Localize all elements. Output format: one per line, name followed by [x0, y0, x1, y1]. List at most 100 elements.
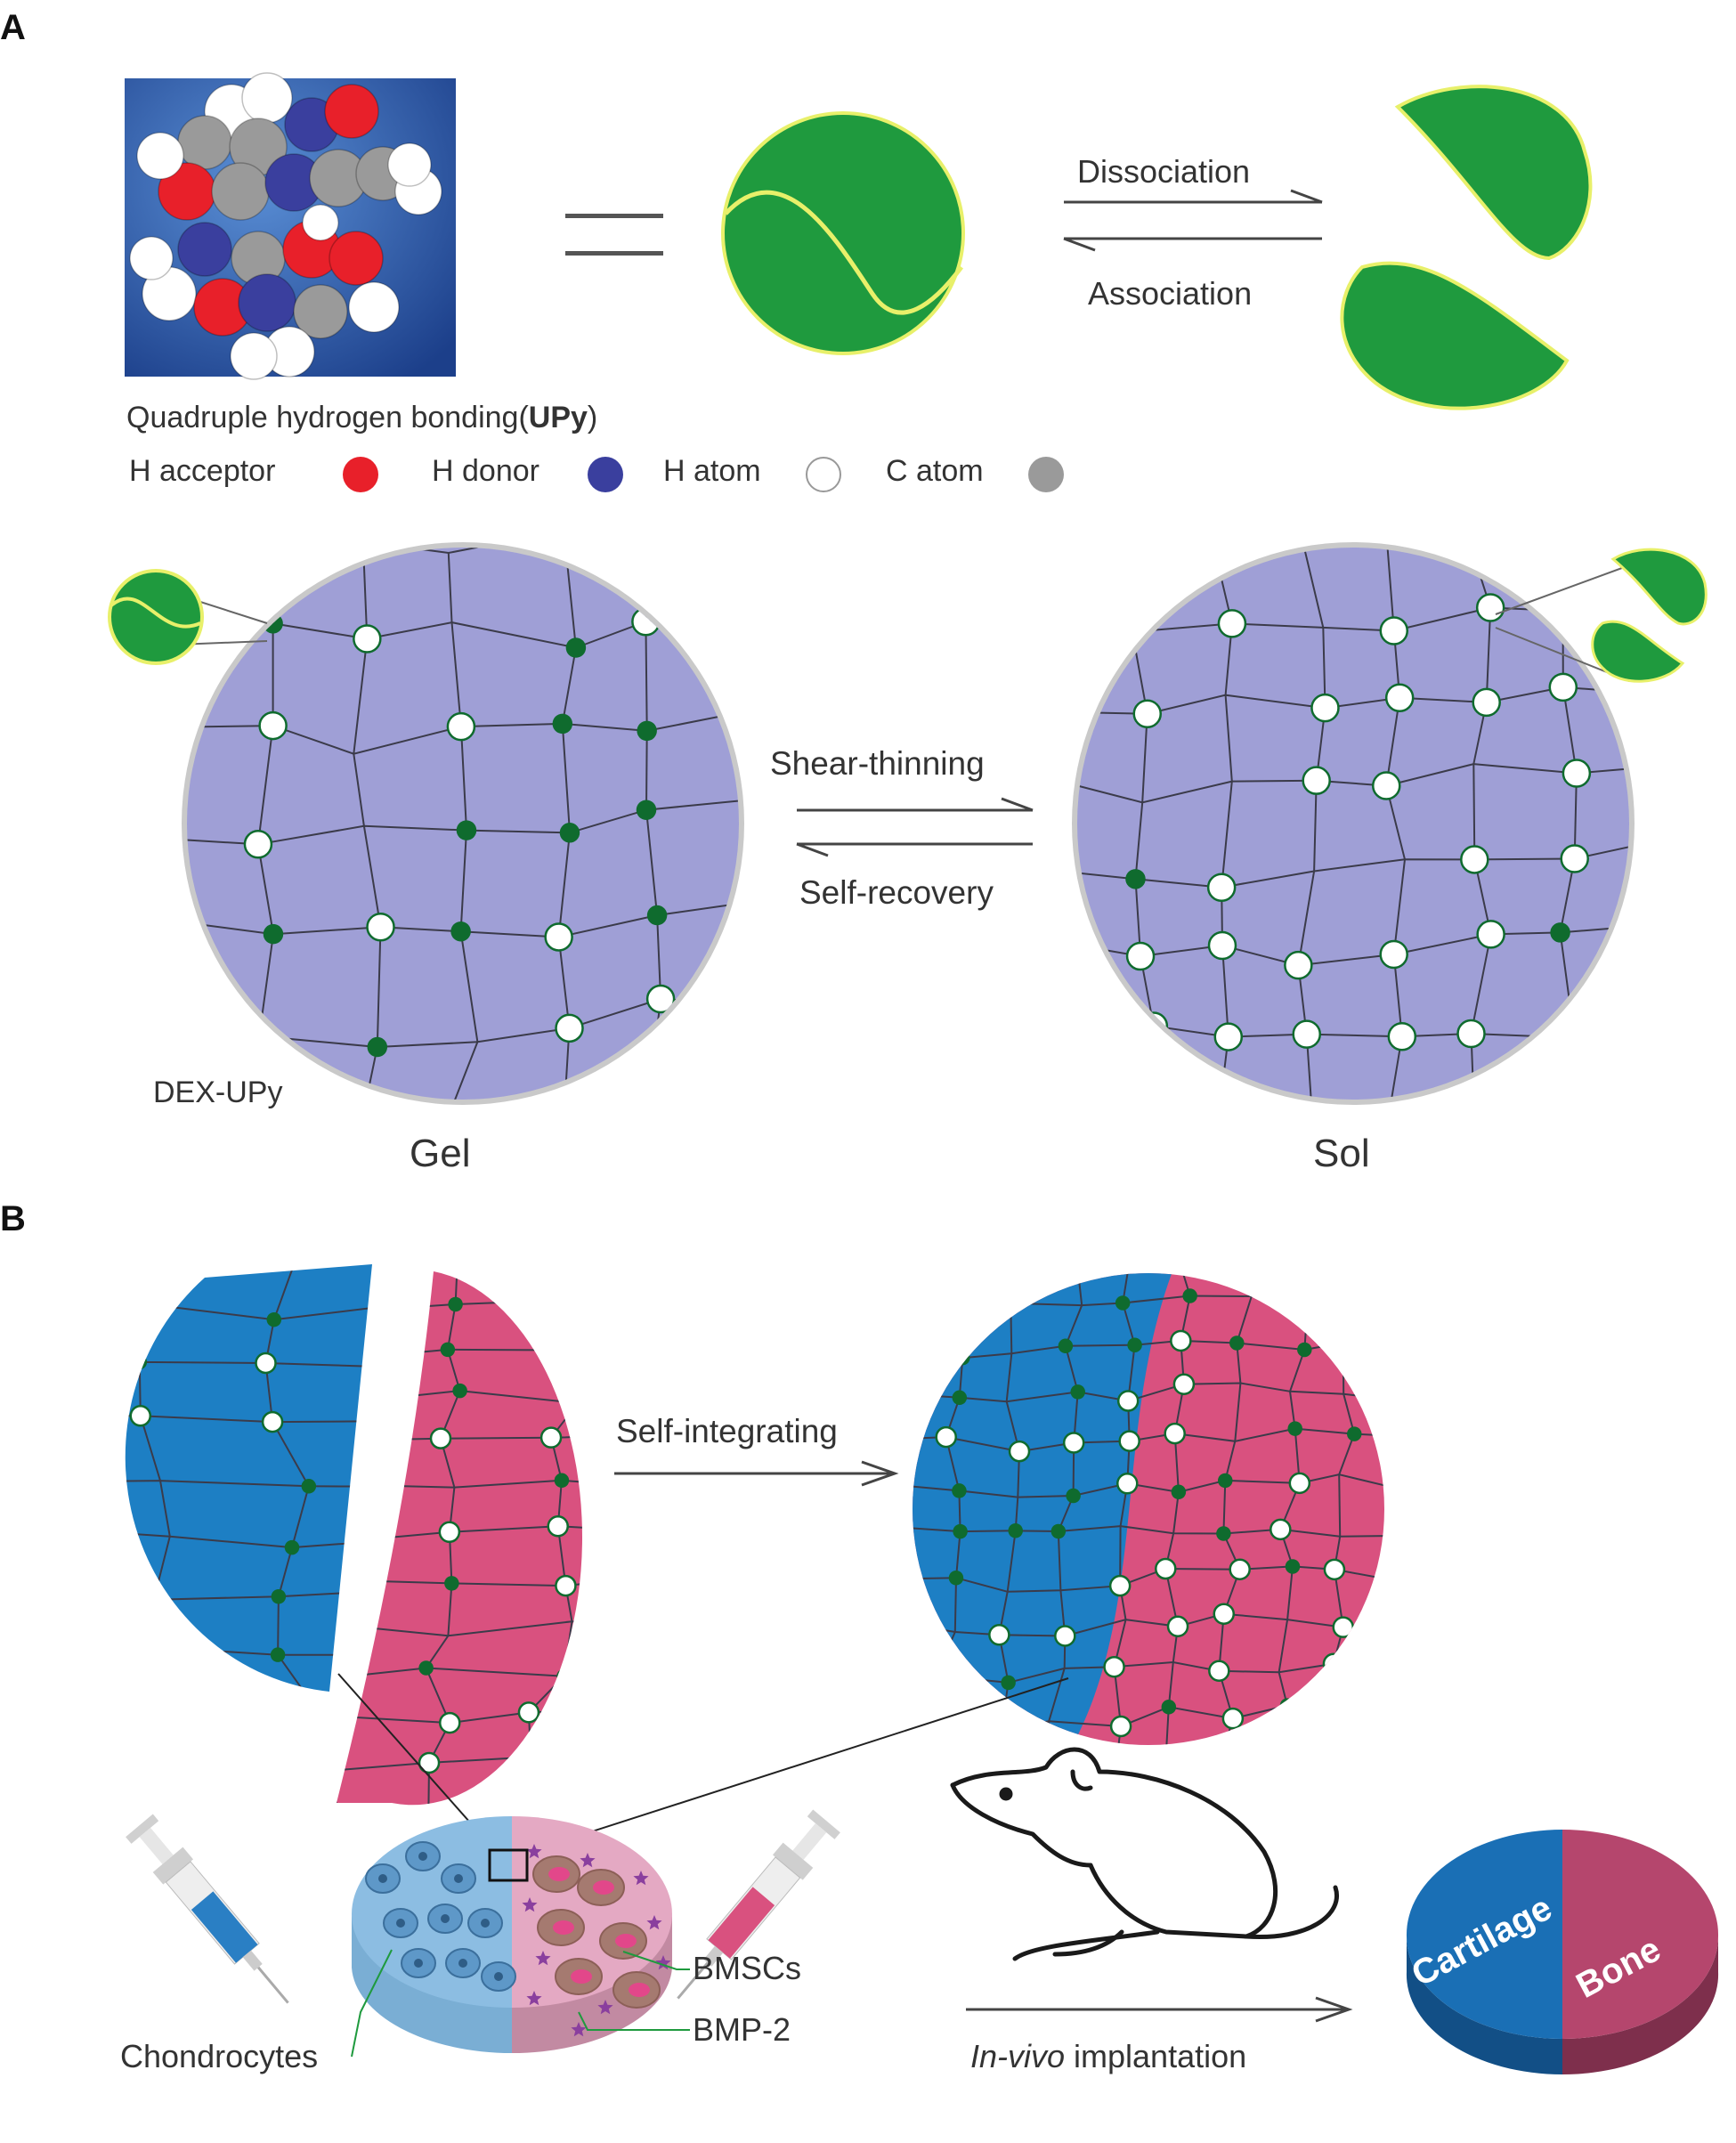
- crosslink-node-associated: [1550, 922, 1570, 943]
- crosslink-node-associated: [1182, 1288, 1197, 1303]
- network-strand: [337, 1803, 583, 1806]
- cell-nucleus: [553, 1920, 574, 1935]
- crosslink-node-dissociated: [544, 922, 573, 952]
- crosslink-node-dissociated: [366, 913, 395, 942]
- crosslink-node-dissociated: [1125, 941, 1156, 971]
- network-strand: [1046, 534, 1068, 1116]
- gel-sol-arrows: [796, 797, 1034, 857]
- crosslink-node-dissociated: [935, 1425, 957, 1449]
- crosslink-node-associated: [1001, 1675, 1016, 1691]
- legend-label-h-donor: H donor: [432, 454, 539, 488]
- crosslink-node-dissociated: [1118, 1430, 1140, 1452]
- crosslink-node-dissociated: [313, 1709, 333, 1728]
- equilibrium-arrows-top: [1063, 189, 1323, 252]
- atom-sphere: [230, 332, 278, 380]
- crosslink-node-associated: [948, 1570, 964, 1586]
- crosslink-node-associated: [1003, 1295, 1018, 1311]
- crosslink-node-dissociated: [149, 1295, 171, 1317]
- atom-sphere: [129, 236, 174, 280]
- self-recovery-label: Self-recovery: [799, 874, 994, 911]
- crosslink-node-associated: [1127, 1337, 1142, 1352]
- crosslink-node-associated: [132, 1354, 148, 1370]
- network-strand: [1634, 532, 1659, 1113]
- crosslink-node-dissociated: [446, 711, 476, 742]
- gel-network: [182, 505, 773, 1120]
- legend-swatch-h-acceptor: [343, 457, 378, 492]
- crosslink-node-dissociated: [1164, 1422, 1186, 1445]
- crosslink-node-associated: [955, 1350, 970, 1366]
- crosslink-node-dissociated: [1213, 1603, 1235, 1625]
- implantation-arrow: [966, 1996, 1353, 2023]
- crosslink-node-dissociated: [1217, 609, 1247, 638]
- crosslink-node-associated: [929, 1668, 944, 1684]
- cell-nucleus: [396, 1919, 405, 1928]
- crosslink-node-associated: [418, 1660, 434, 1676]
- gel-label: Gel: [410, 1132, 470, 1175]
- crosslink-node-associated: [271, 1588, 287, 1604]
- legend-swatch-h-donor: [588, 457, 623, 492]
- network-strand: [913, 1612, 1384, 1637]
- dissociation-label: Dissociation: [1077, 153, 1250, 190]
- self-integrating-label: Self-integrating: [616, 1413, 838, 1449]
- mouse-icon: [950, 1747, 1339, 1961]
- cartilage-bone-disk: [1406, 1830, 1719, 2074]
- network-strand: [5, 1237, 64, 1767]
- crosslink-node-dissociated: [1208, 1660, 1230, 1682]
- bmscs-label: BMSCs: [693, 1950, 801, 1986]
- shear-thinning-label: Shear-thinning: [770, 745, 985, 782]
- crosslink-node-dissociated: [1296, 1291, 1319, 1314]
- atom-sphere: [211, 162, 270, 221]
- integrated-hydrogel: [890, 1273, 1394, 1772]
- crosslink-node-associated: [1161, 1700, 1177, 1715]
- network-strand: [913, 1473, 1384, 1498]
- crosslink-node-dissociated: [1560, 844, 1589, 873]
- network-strand: [913, 1525, 1384, 1538]
- crosslink-node-associated: [1066, 1488, 1081, 1504]
- crosslink-node-associated: [301, 1479, 317, 1494]
- crosslink-node-dissociated: [1116, 1390, 1140, 1412]
- self-integrating-arrow: [614, 1460, 899, 1487]
- molecule-atoms: [129, 72, 442, 380]
- bmp2-growth-factor: [655, 1955, 671, 1970]
- crosslink-node-associated: [1058, 1338, 1074, 1354]
- atom-legend: H acceptor H donor H atom C atom: [129, 454, 1064, 492]
- crosslink-node-dissociated: [142, 1588, 166, 1611]
- crosslink-node-dissociated: [1548, 596, 1578, 626]
- bmp2-growth-factor: [526, 1991, 542, 2006]
- upy-molecule-image: [125, 72, 456, 380]
- crosslink-node-associated: [1346, 1426, 1362, 1441]
- atom-sphere: [302, 204, 339, 241]
- cell-nucleus: [615, 1934, 637, 1948]
- atom-sphere: [324, 84, 379, 139]
- equals-sign: [565, 214, 663, 256]
- crosslink-node-dissociated: [1270, 1518, 1292, 1541]
- crosslink-node-associated: [194, 1716, 209, 1731]
- crosslink-node-associated: [1051, 1523, 1067, 1539]
- network-strand: [913, 1427, 1384, 1453]
- crosslink-node-dissociated: [438, 1521, 461, 1544]
- atom-sphere: [293, 284, 348, 339]
- crosslink-node-dissociated: [429, 1427, 452, 1449]
- chondrocytes-label: Chondrocytes: [120, 2038, 318, 2074]
- crosslink-node-dissociated: [1562, 759, 1592, 788]
- cell-nucleus: [378, 1874, 387, 1883]
- crosslink-node-dissociated: [1384, 683, 1415, 713]
- network-strand: [1464, 548, 1492, 1100]
- syringe-left-icon: [126, 1814, 289, 2004]
- crosslink-node-associated: [408, 1360, 423, 1376]
- crosslink-node-associated: [452, 1383, 467, 1399]
- crosslink-node-associated: [444, 1576, 459, 1591]
- crosslink-node-associated: [410, 1295, 425, 1311]
- network-strand: [749, 505, 773, 1120]
- crosslink-node-dissociated: [1371, 771, 1401, 800]
- crosslink-node-dissociated: [988, 1624, 1010, 1646]
- network-strand: [337, 1620, 583, 1637]
- crosslink-node-associated: [1115, 1295, 1131, 1311]
- cell-nucleus: [458, 1959, 467, 1968]
- crosslink-node-associated: [456, 820, 477, 840]
- crosslink-node-associated: [1008, 1523, 1023, 1538]
- crosslink-node-dissociated: [1109, 1715, 1132, 1738]
- panel-label-b: B: [0, 1199, 26, 1238]
- network-strand: [890, 1757, 1394, 1772]
- crosslink-node-dissociated: [1387, 1021, 1417, 1051]
